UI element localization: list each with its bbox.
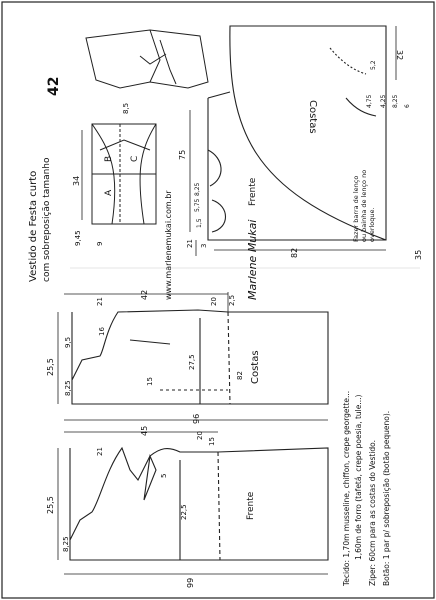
- measure-5-75: 5,75: [194, 198, 201, 212]
- measure-9: 9: [96, 241, 104, 246]
- measure-15b: 15: [146, 377, 154, 386]
- dimension-lines-bottom: [57, 292, 328, 575]
- fold-note: Fazer barra de lenço ou bainha de lenço …: [352, 169, 376, 242]
- measure-8-25b: 8,25: [392, 94, 399, 108]
- measure-34: 34: [72, 175, 81, 186]
- measure-21b: 21: [96, 297, 104, 306]
- measure-4-25: 4,25: [380, 94, 387, 108]
- tecido-line-1: Tecido: 1,70m musseline, chiffon, crepe …: [342, 391, 351, 586]
- measure-5: 5: [160, 473, 168, 478]
- measure-8-25: 8,25: [194, 182, 201, 196]
- measure-20b: 20: [196, 431, 204, 440]
- measure-32: 32: [395, 50, 404, 61]
- bodice-piece: [91, 123, 157, 225]
- measure-35: 35: [414, 249, 423, 260]
- label-c: C: [130, 155, 140, 162]
- measure-25-5: 25,5: [46, 358, 55, 376]
- measure-25-5b: 25,5: [46, 496, 55, 514]
- label-costas-bottom: Costas: [250, 350, 261, 384]
- measure-8-25d: 8,25: [62, 536, 70, 552]
- tecido-line-2: 1,60m de forro (tafetá, crepe poesia, tu…: [354, 394, 363, 560]
- measure-27-5: 27,5: [188, 354, 196, 370]
- measure-20: 20: [210, 297, 218, 306]
- measure-15c: 15: [208, 437, 216, 446]
- costas-piece: [71, 309, 329, 405]
- measure-6: 6: [404, 104, 411, 108]
- measure-82b: 82: [236, 371, 244, 380]
- label-frente-top: Frente: [248, 177, 258, 206]
- measure-5-2: 5,2: [370, 60, 377, 70]
- label-a: A: [104, 189, 114, 196]
- measure-2-5: 2,5: [228, 294, 236, 306]
- measure-8-5: 8,5: [122, 102, 130, 114]
- measure-3: 3: [200, 243, 208, 248]
- dress-sketch: [85, 29, 209, 89]
- label-frente-bottom: Frente: [246, 491, 256, 520]
- measure-4-75: 4,75: [366, 94, 373, 108]
- signature: Marlene Mukai: [246, 219, 259, 300]
- ziper-line: Ziper: 60cm para as costas do Vestido.: [368, 439, 377, 586]
- measure-9-45: 9,45: [74, 230, 82, 246]
- website: www.marlenemukai.com.br: [164, 190, 173, 300]
- label-b: B: [104, 155, 114, 162]
- measure-1-5: 1,5: [196, 218, 203, 228]
- measure-96: 96: [192, 413, 201, 424]
- measure-82a: 82: [290, 247, 299, 258]
- measure-22-5: 22,5: [180, 504, 188, 520]
- measure-21: 21: [186, 239, 194, 248]
- botao-line: Botão: 1 par p/ sobreposição (botão pequ…: [382, 410, 391, 586]
- measure-42: 42: [140, 289, 149, 300]
- measure-75: 75: [178, 149, 187, 160]
- measure-99: 99: [186, 577, 195, 588]
- measure-21c: 21: [96, 447, 104, 456]
- skirt-panel: [207, 25, 387, 241]
- dimension-lines-top: [81, 26, 397, 256]
- tecido-text-1: 1,70m musseline, chiffon, crepe georgett…: [342, 390, 351, 558]
- measure-8-25c: 8,25: [64, 380, 72, 396]
- title-size: 42: [46, 76, 62, 96]
- measure-45: 45: [140, 425, 149, 436]
- tecido-label: Tecido:: [342, 559, 351, 586]
- label-costas-top: Costas: [307, 100, 318, 134]
- title-line-2: com sobreposição tamanho: [42, 157, 52, 282]
- measure-16: 16: [98, 327, 106, 336]
- measure-9-5: 9,5: [64, 336, 72, 348]
- title-line-1: Vestido de Festa curto: [28, 170, 39, 282]
- frente-piece: [69, 446, 329, 561]
